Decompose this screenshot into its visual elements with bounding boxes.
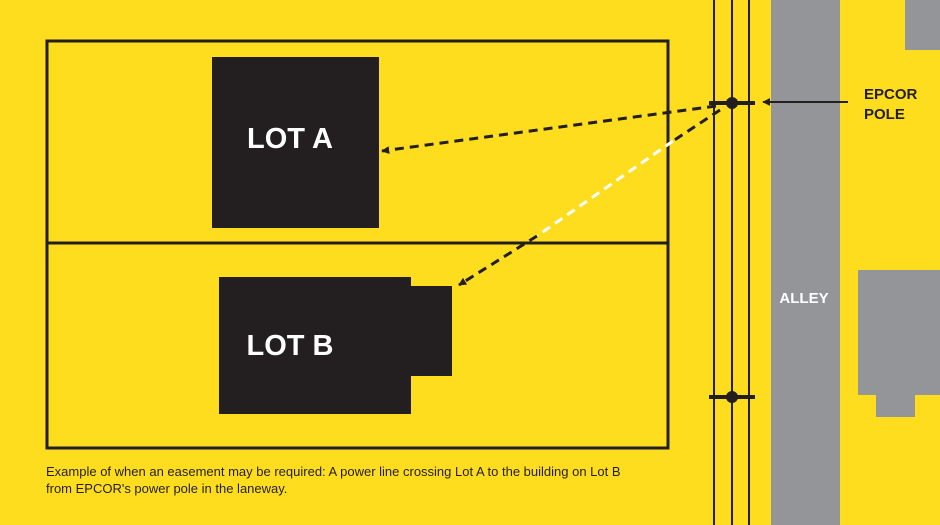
lower-pole — [726, 391, 738, 403]
pole-label: EPCOR POLE — [864, 86, 922, 123]
lot-a-building — [212, 57, 379, 228]
lot-a-label: LOT A — [247, 123, 333, 155]
neighbor-building-top — [905, 0, 940, 50]
pole-label-line2: POLE — [864, 106, 905, 123]
alley-label: ALLEY — [779, 290, 828, 307]
caption-line2: from EPCOR's power pole in the laneway. — [46, 481, 288, 496]
epcor-pole — [726, 97, 738, 109]
pole-label-line1: EPCOR — [864, 86, 918, 103]
service-line-to-lot-a — [381, 104, 717, 155]
service-line-to-lot-b-white — [536, 139, 674, 238]
lot-b-boundary — [45, 241, 670, 450]
service-line-to-lot-b-black — [672, 108, 721, 143]
neighbor-building-right — [858, 270, 940, 417]
caption: Example of when an easement may be requi… — [46, 463, 686, 497]
lot-b-building — [219, 277, 452, 414]
alley-strip — [771, 0, 840, 525]
caption-line1: Example of when an easement may be requi… — [46, 464, 621, 479]
service-line-to-lot-b-black-end — [458, 234, 538, 287]
lot-b-label: LOT B — [247, 330, 334, 362]
